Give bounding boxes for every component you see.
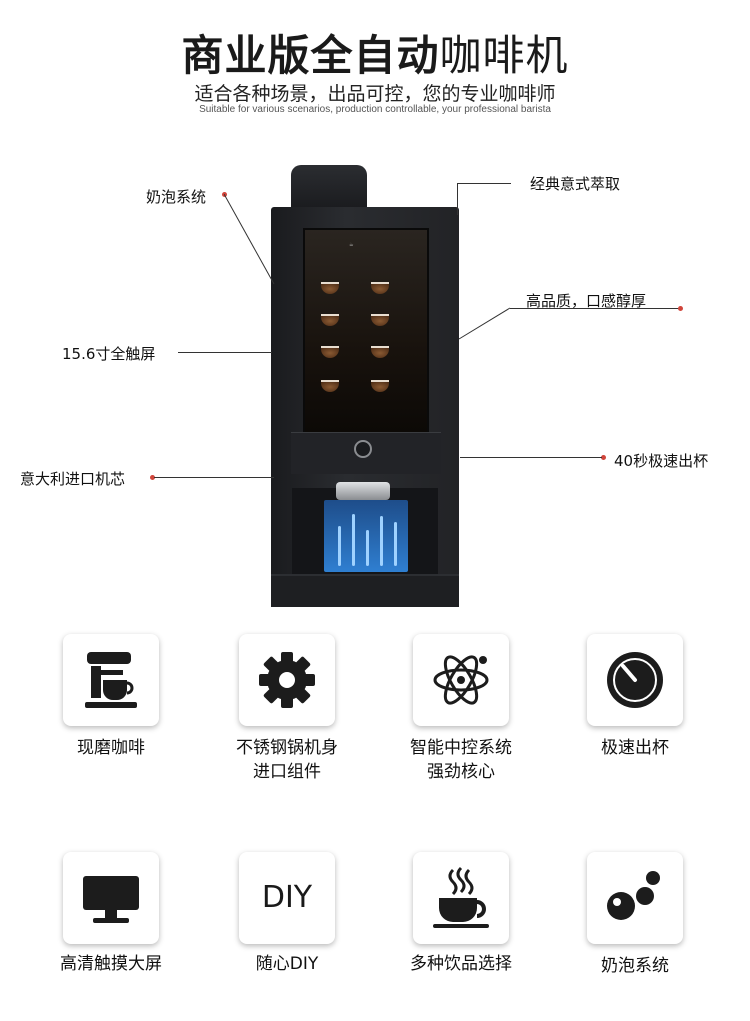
title-bold: 商业版全自动 — [181, 31, 440, 80]
gear-icon — [259, 652, 315, 708]
touch-screen: ☕ — [303, 228, 429, 434]
callout-leader-line — [178, 352, 272, 353]
feature-card-grinder — [63, 634, 159, 726]
feature-label: 智能中控系统 强劲核心 — [410, 738, 512, 782]
atom-icon — [433, 655, 489, 705]
callout-quality: 高品质，口感醇厚 — [526, 292, 647, 310]
feature-label: 现磨咖啡 — [77, 738, 145, 758]
bubbles-icon — [607, 871, 660, 920]
diy-icon: DIY — [261, 880, 313, 915]
callout-leader-line — [510, 308, 680, 309]
callout-leader-line — [457, 183, 511, 184]
monitor-icon — [83, 876, 139, 923]
callout-speed: 40秒极速出杯 — [614, 452, 709, 470]
menu-cup-icon — [321, 314, 339, 326]
feature-card-drinks — [413, 852, 509, 944]
feature-label: 高清触摸大屏 — [60, 954, 162, 974]
callout-leader-line — [457, 183, 458, 215]
feature-card-speed — [587, 634, 683, 726]
blue-light-panel — [324, 500, 408, 572]
menu-cup-icon — [371, 282, 389, 294]
callout-dot — [678, 306, 683, 311]
title-thin: 咖啡机 — [439, 31, 569, 80]
callout-extraction: 经典意式萃取 — [530, 175, 621, 193]
callout-leader-line — [154, 477, 274, 478]
menu-cup-icon — [321, 380, 339, 392]
feature-card-stainless — [239, 634, 335, 726]
feature-label: 奶泡系统 — [601, 956, 669, 976]
callout-leader-line — [460, 457, 602, 458]
menu-cup-icon — [321, 282, 339, 294]
feature-label: 随心DIY — [255, 954, 319, 974]
feature-card-control — [413, 634, 509, 726]
callout-dot — [601, 455, 606, 460]
feature-label: 不锈钢锅机身 进口组件 — [236, 738, 338, 782]
screen-logo: ☕ — [349, 242, 354, 248]
feature-card-screen — [63, 852, 159, 944]
coffee-spout — [336, 482, 390, 500]
feature-card-foam — [587, 852, 683, 944]
feature-label: 极速出杯 — [601, 738, 669, 758]
menu-cup-icon — [371, 346, 389, 358]
page-title: 商业版全自动咖啡机 — [0, 22, 750, 83]
callout-dot — [150, 475, 155, 480]
coffee-grinder-icon — [85, 652, 137, 708]
callout-screen-size: 15.6寸全触屏 — [62, 345, 156, 363]
callout-leader-line — [224, 194, 275, 285]
feature-label: 多种饮品选择 — [410, 954, 512, 974]
callout-milk-foam: 奶泡系统 — [146, 188, 207, 206]
page-subtitle: 适合各种场景，出品可控，您的专业咖啡师 — [194, 83, 556, 105]
stopwatch-icon — [607, 652, 663, 708]
menu-cup-icon — [321, 346, 339, 358]
callout-leader-line — [458, 307, 511, 340]
machine-base — [271, 574, 459, 607]
power-button-icon — [354, 440, 372, 458]
menu-cup-icon — [371, 314, 389, 326]
page-subtitle-english: Suitable for various scenarios, producti… — [199, 104, 551, 115]
menu-cup-icon — [371, 380, 389, 392]
feature-card-diy: DIY — [239, 852, 335, 944]
callout-core: 意大利进口机芯 — [20, 470, 126, 488]
hot-cup-icon — [433, 866, 489, 928]
